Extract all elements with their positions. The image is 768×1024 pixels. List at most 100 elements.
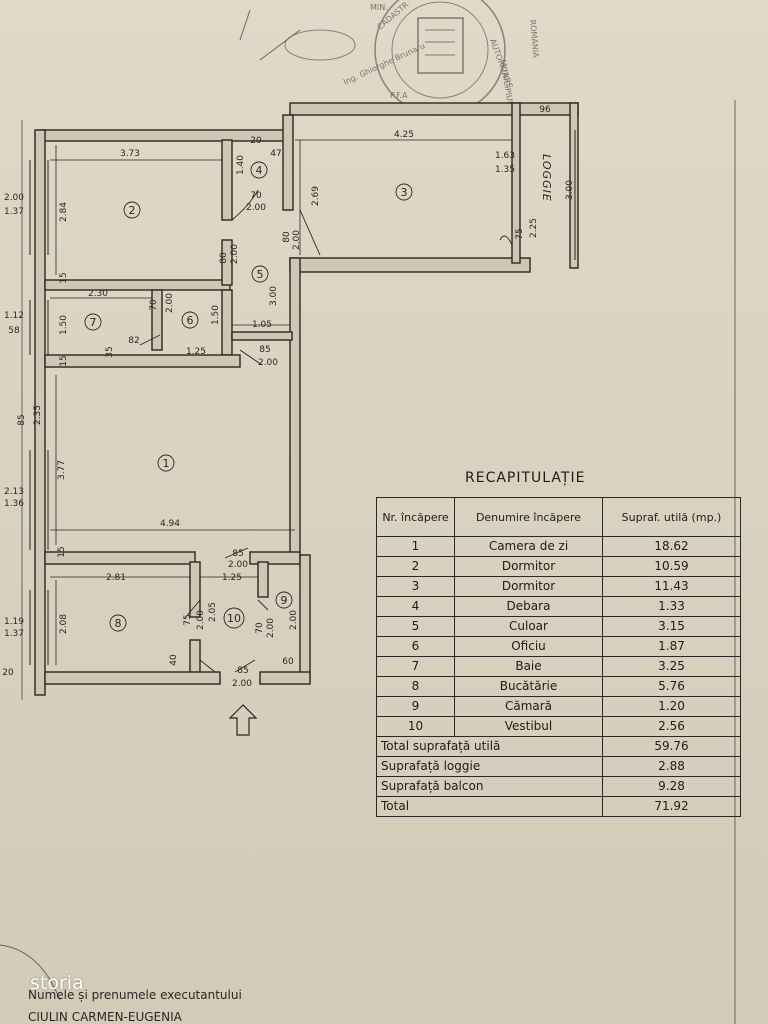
svg-text:1.37: 1.37 — [4, 629, 24, 639]
table-header-row: Nr. încăpere Denumire încăpere Supraf. u… — [376, 497, 741, 537]
svg-text:85: 85 — [232, 549, 243, 559]
svg-text:2.00: 2.00 — [246, 203, 266, 213]
official-stamp: MIN. CADASTR Ing. Ghiorghe Brunaru P.F.A… — [284, 0, 540, 116]
windows — [29, 130, 576, 665]
header-area: Supraf. utilă (mp.) — [602, 497, 741, 537]
walls — [34, 102, 579, 696]
svg-text:47: 47 — [270, 149, 281, 159]
svg-text:70: 70 — [255, 622, 265, 634]
entrance-arrow-icon — [228, 704, 258, 736]
svg-text:2.35: 2.35 — [33, 405, 43, 425]
room-number: 5 — [257, 268, 264, 281]
svg-text:2.00: 2.00 — [165, 293, 175, 313]
svg-text:35: 35 — [105, 346, 115, 357]
svg-text:1.25: 1.25 — [222, 573, 242, 583]
svg-text:85: 85 — [237, 666, 248, 676]
svg-text:60: 60 — [282, 657, 294, 667]
svg-text:1.05: 1.05 — [252, 320, 272, 330]
svg-text:85: 85 — [17, 414, 27, 425]
svg-text:1.50: 1.50 — [211, 305, 221, 325]
svg-text:2.00: 2.00 — [196, 610, 206, 630]
svg-text:4.94: 4.94 — [160, 519, 180, 529]
svg-text:3.77: 3.77 — [57, 460, 67, 480]
svg-text:1.12: 1.12 — [4, 311, 24, 321]
stamp-arc — [0, 944, 61, 1001]
executor-label: Numele și prenumele executantului — [28, 988, 242, 1002]
svg-text:2.00: 2.00 — [4, 193, 24, 203]
stamp-text-4: P.F.A — [390, 91, 408, 100]
svg-text:70: 70 — [250, 191, 262, 201]
svg-text:2.00: 2.00 — [266, 618, 276, 638]
dimension-labels: 3.73 4.25 96 47 20 1.40 1.63 1.35 3.00 2… — [2, 105, 575, 689]
svg-text:1.50: 1.50 — [59, 315, 69, 335]
svg-text:80: 80 — [219, 252, 229, 264]
door-swings — [139, 189, 513, 673]
recap-table: Nr. încăpere Denumire încăpere Supraf. u… — [376, 497, 741, 817]
pen-stroke — [239, 9, 251, 41]
svg-text:4.25: 4.25 — [394, 130, 414, 140]
svg-text:2.08: 2.08 — [59, 614, 69, 634]
svg-text:85: 85 — [259, 345, 270, 355]
svg-text:15: 15 — [57, 546, 67, 557]
svg-text:2.00: 2.00 — [258, 358, 278, 368]
svg-text:3.00: 3.00 — [269, 286, 279, 306]
svg-text:2.00: 2.00 — [232, 679, 252, 689]
svg-text:2.81: 2.81 — [106, 573, 126, 583]
svg-text:2.00: 2.00 — [289, 610, 299, 630]
storia-watermark: storia — [30, 972, 84, 994]
svg-text:15: 15 — [59, 355, 69, 366]
dimension-lines — [50, 139, 512, 665]
svg-text:2.00: 2.00 — [292, 230, 302, 250]
svg-text:2.30: 2.30 — [88, 289, 108, 299]
stamp-text-7: ROMANIA — [528, 19, 540, 58]
svg-text:96: 96 — [539, 105, 551, 115]
room-number: 2 — [129, 204, 136, 217]
svg-text:20: 20 — [250, 136, 262, 146]
svg-text:2.00: 2.00 — [230, 244, 240, 264]
svg-text:1.35: 1.35 — [495, 165, 515, 175]
svg-text:1.36: 1.36 — [4, 499, 24, 509]
room-number: 10 — [227, 612, 241, 625]
svg-text:1.25: 1.25 — [186, 347, 206, 357]
header-name: Denumire încăpere — [454, 497, 603, 537]
svg-text:80: 80 — [282, 231, 292, 243]
svg-text:1.19: 1.19 — [4, 617, 24, 627]
room-number: 4 — [256, 164, 263, 177]
svg-text:15: 15 — [59, 272, 69, 283]
svg-text:2.05: 2.05 — [208, 602, 218, 622]
room-number: 8 — [115, 617, 122, 630]
svg-text:2.25: 2.25 — [529, 218, 539, 238]
svg-text:2.69: 2.69 — [311, 186, 321, 206]
room-number: 7 — [90, 316, 97, 329]
svg-text:3.73: 3.73 — [120, 149, 140, 159]
svg-text:3.00: 3.00 — [565, 180, 575, 200]
loggia-label: LOGGIE — [540, 154, 553, 202]
svg-text:2.84: 2.84 — [59, 202, 69, 222]
room-number: 3 — [401, 186, 408, 199]
svg-text:70: 70 — [149, 299, 159, 311]
svg-text:40: 40 — [169, 654, 179, 666]
svg-text:20: 20 — [2, 668, 14, 678]
svg-text:1.40: 1.40 — [236, 155, 246, 175]
svg-text:75: 75 — [183, 614, 193, 625]
room-number: 9 — [281, 594, 288, 607]
room-number: 6 — [187, 314, 194, 327]
svg-text:2.00: 2.00 — [228, 560, 248, 570]
room-markers: 2 3 4 5 6 7 1 8 9 10 — [84, 161, 413, 632]
svg-text:2.13: 2.13 — [4, 487, 24, 497]
